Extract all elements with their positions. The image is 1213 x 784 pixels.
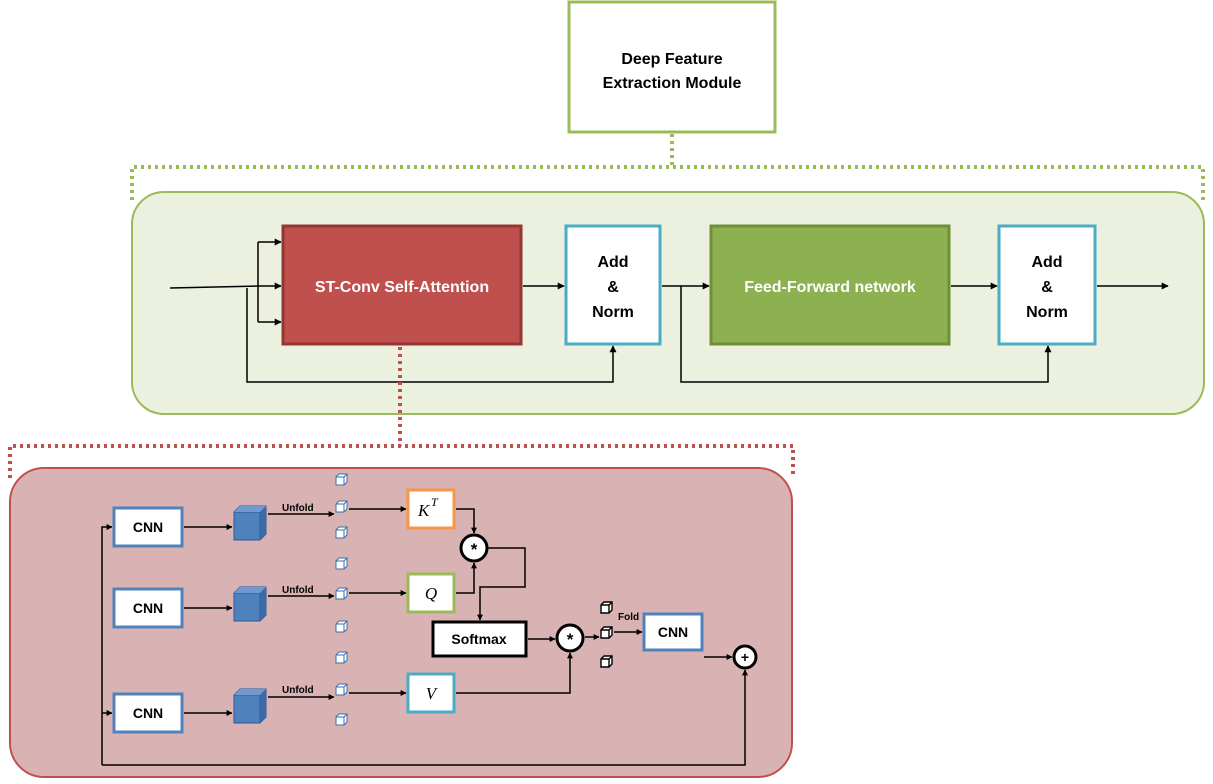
- key-transpose-box: K T: [406, 488, 456, 530]
- query-box: Q: [406, 572, 456, 614]
- q-symbol: Q: [425, 584, 437, 603]
- encoder-connectors: [169, 238, 1169, 383]
- deep-feature-extraction-module-box: Deep Feature Extraction Module: [567, 0, 777, 134]
- add-norm-2-line2: &: [1041, 279, 1053, 296]
- cnn-box-v: CNN: [112, 692, 184, 734]
- feature-cube-v: [233, 688, 267, 724]
- attention-detail-connectors: [101, 506, 748, 766]
- add-norm-2-line1: Add: [1031, 254, 1062, 271]
- add-norm-block-1: Add & Norm: [564, 224, 662, 346]
- multiply-1-symbol: *: [471, 540, 478, 559]
- module-title-line2: Extraction Module: [603, 75, 742, 92]
- v-symbol: V: [426, 684, 439, 703]
- add-symbol: +: [741, 649, 749, 665]
- attention-label: ST-Conv Self-Attention: [315, 279, 489, 296]
- ffn-label: Feed-Forward network: [744, 279, 916, 296]
- feature-cube-k: [233, 505, 267, 541]
- add-norm-1-line1: Add: [597, 254, 628, 271]
- softmax-label: Softmax: [451, 631, 506, 647]
- value-box: V: [406, 672, 456, 714]
- add-norm-1-line2: &: [607, 279, 619, 296]
- multiply-operator-2: *: [555, 623, 585, 653]
- softmax-box: Softmax: [431, 620, 528, 658]
- fold-label: Fold: [618, 612, 639, 623]
- fold-patches: [600, 601, 613, 668]
- attention-detail-panel: [9, 467, 793, 778]
- module-title-line1: Deep Feature: [621, 51, 722, 68]
- k-symbol: K: [417, 501, 431, 520]
- multiply-2-symbol: *: [567, 630, 574, 649]
- module-bracket: [130, 134, 1205, 200]
- add-operator: +: [732, 644, 758, 670]
- unfold-label-q: Unfold: [282, 585, 314, 596]
- add-norm-1-line3: Norm: [592, 304, 634, 321]
- feed-forward-network-block: Feed-Forward network: [709, 224, 951, 346]
- cnn-box-q: CNN: [112, 587, 184, 629]
- cnn-box-output: CNN: [642, 612, 704, 652]
- multiply-operator-1: *: [459, 533, 489, 563]
- cnn-box-k: CNN: [112, 506, 184, 548]
- unfold-label-v: Unfold: [282, 685, 314, 696]
- cnn-q-label: CNN: [133, 600, 163, 616]
- unfold-label-k: Unfold: [282, 503, 314, 514]
- cnn-v-label: CNN: [133, 705, 163, 721]
- attention-detail-bracket: [8, 347, 795, 478]
- feature-cube-q: [233, 586, 267, 622]
- add-norm-block-2: Add & Norm: [997, 224, 1097, 346]
- add-norm-2-line3: Norm: [1026, 304, 1068, 321]
- cnn-output-label: CNN: [658, 624, 688, 640]
- cnn-k-label: CNN: [133, 519, 163, 535]
- k-superscript: T: [431, 495, 439, 509]
- st-conv-self-attention-block: ST-Conv Self-Attention: [281, 224, 523, 346]
